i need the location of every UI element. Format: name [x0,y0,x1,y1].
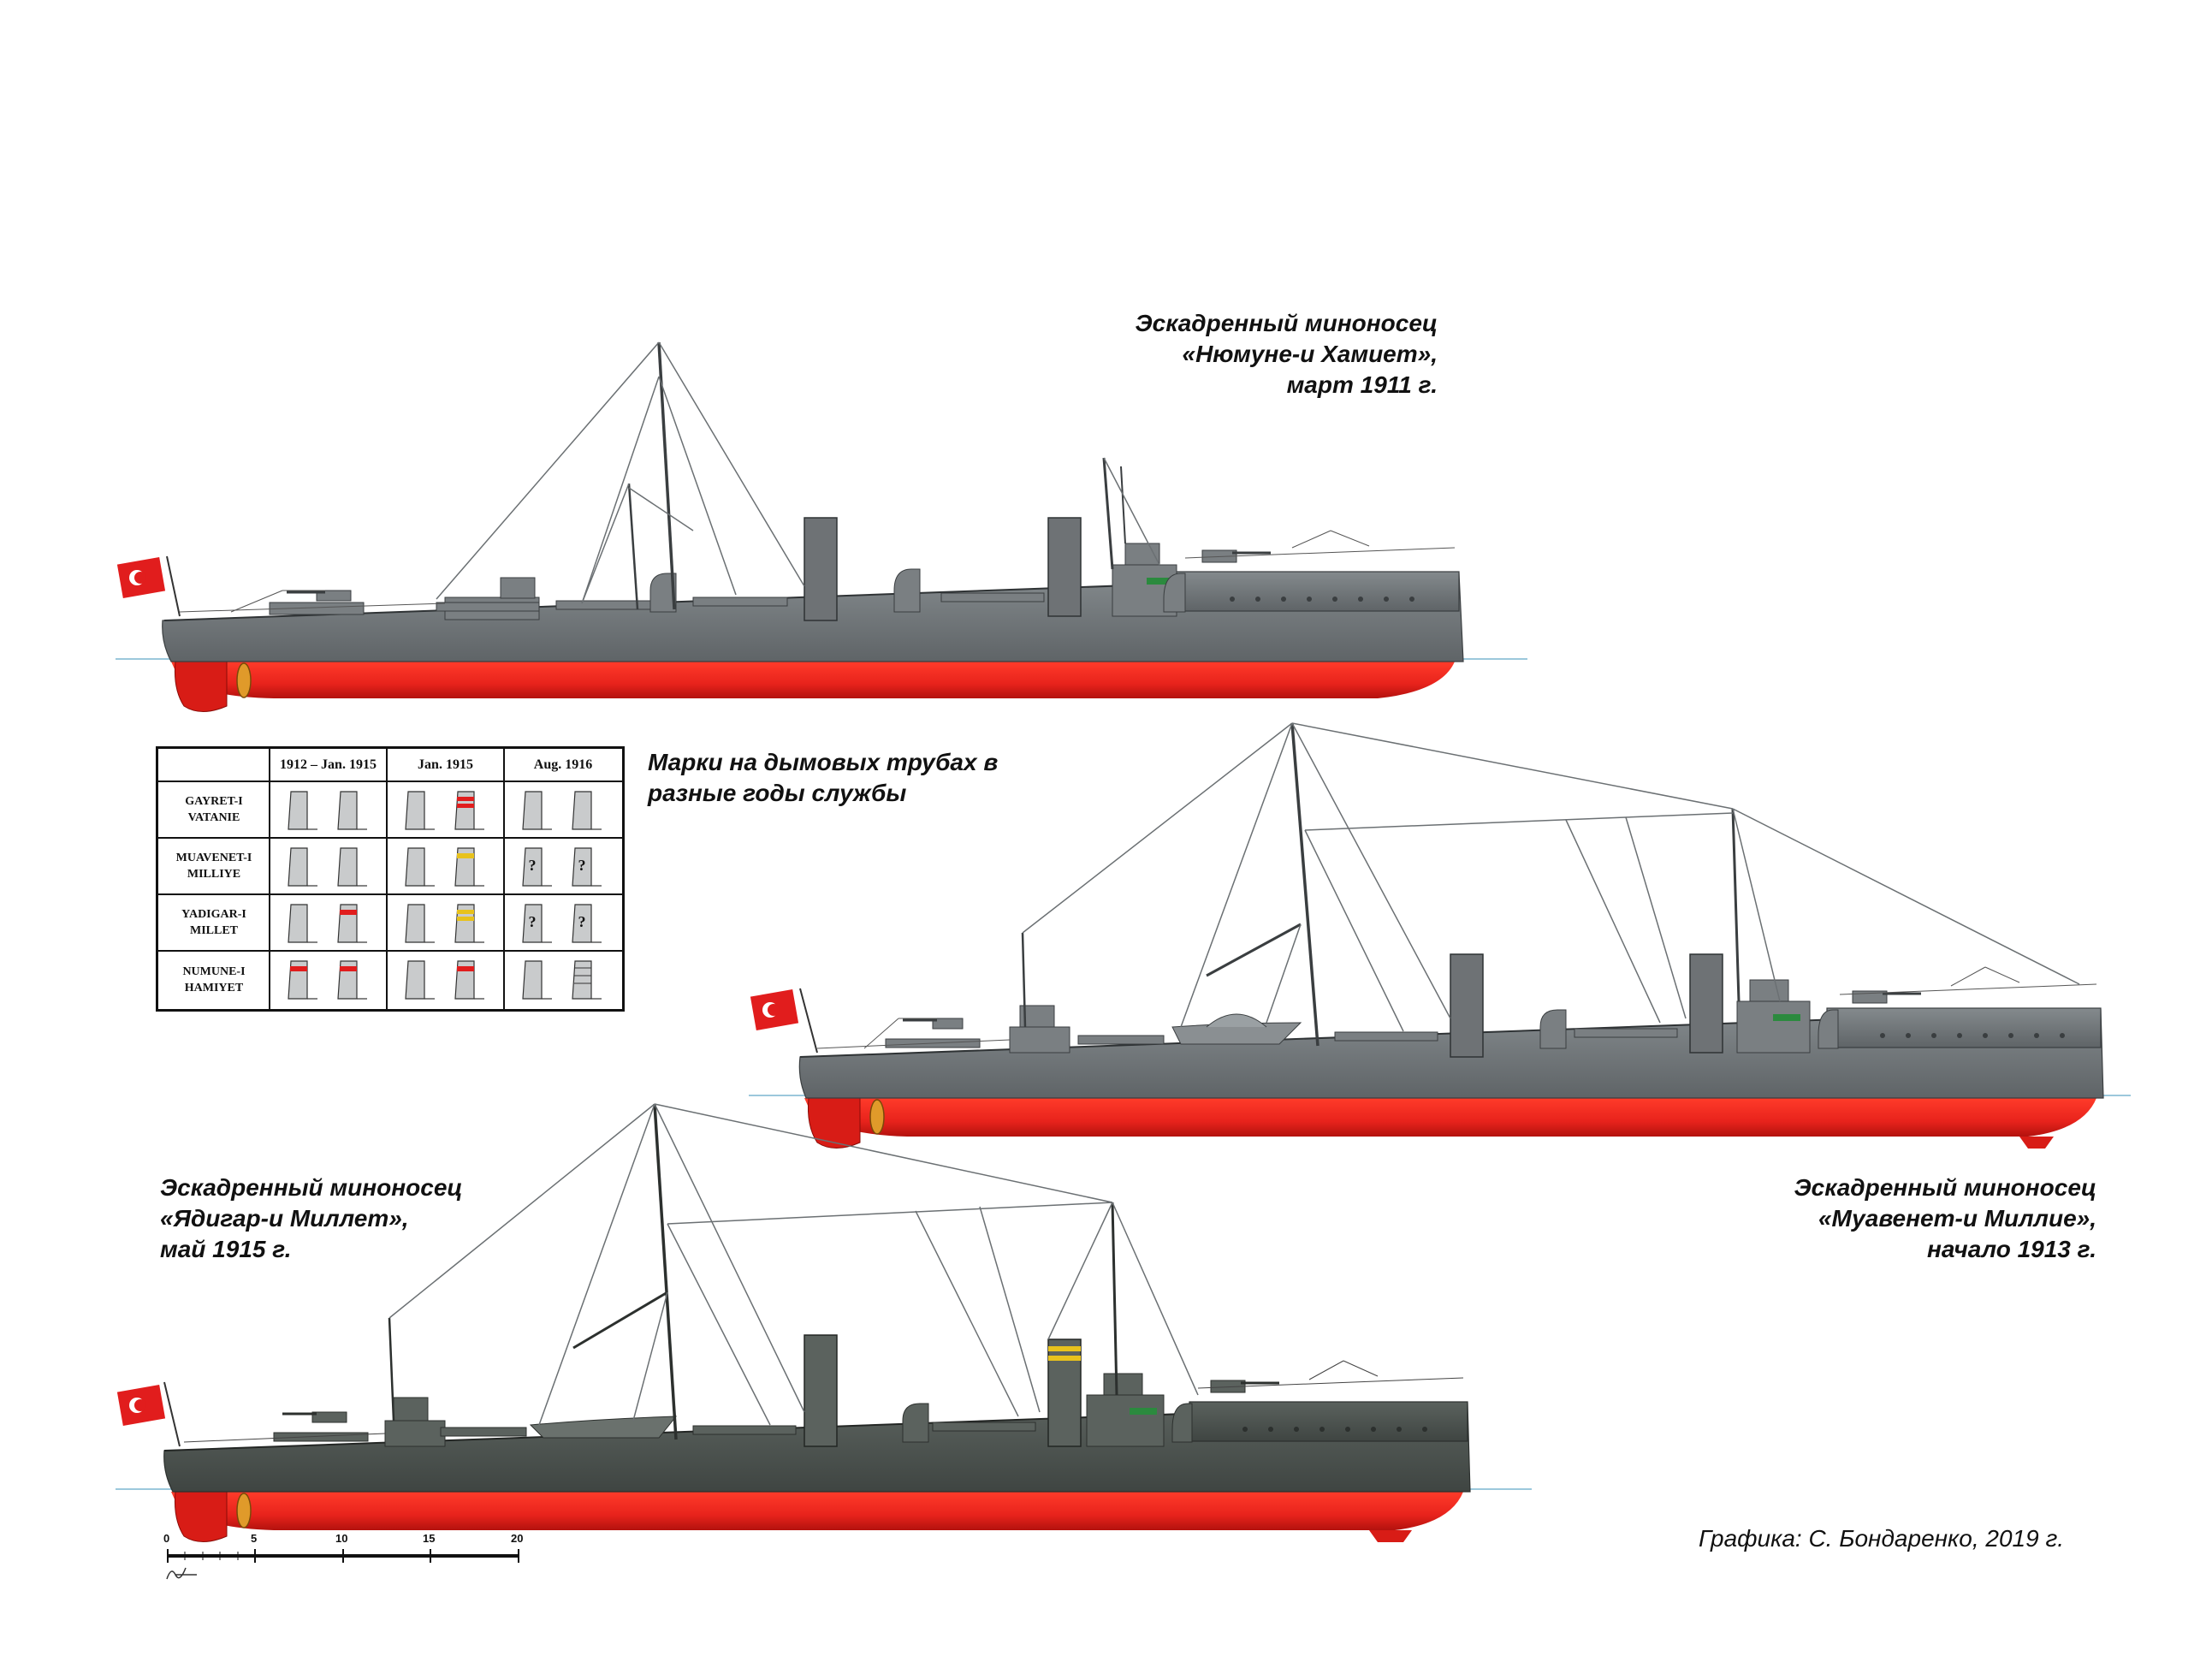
caption-line: «Муавенет-и Миллие», [1818,1205,2096,1232]
funnel-mark [405,791,435,830]
scale-label-0: 0 [163,1532,170,1545]
funnel-mark [454,791,484,830]
funnel-mark [337,847,367,887]
caption-line: Марки на дымовых трубах в [648,749,999,775]
table-col-header: Jan. 1915 [418,757,473,772]
table-col-header: Aug. 1916 [533,757,593,772]
caption-line: Эскадренный миноносец [160,1174,463,1201]
caption-line: Эскадренный миноносец [1135,310,1438,336]
signature [166,1567,197,1580]
caption-line: Эскадренный миноносец [1794,1174,2097,1201]
funnel-mark [454,847,484,887]
ship-muavenet [749,722,2131,1149]
funnel-marks-table: ???? 1912 – Jan. 1915 Jan. 1915 Aug. 191… [156,746,625,1012]
ship-numune [116,341,1527,712]
funnel-mark [572,960,602,1000]
scale-bar [166,1549,519,1580]
caption-line: март 1911 г. [1286,371,1438,398]
funnel-table-title: Марки на дымовых трубах в разные годы сл… [648,747,998,809]
caption-numune: Эскадренный миноносец «Нюмуне-и Хамиет»,… [1010,308,1438,401]
funnel-mark: ? [572,904,602,943]
scale-label-10: 10 [335,1532,348,1545]
scale-label-20: 20 [511,1532,524,1545]
svg-text:?: ? [578,913,586,930]
caption-line: «Нюмуне-и Хамиет», [1182,341,1438,367]
table-col-header: 1912 – Jan. 1915 [280,757,377,772]
table-row-label: MUAVENET-I MILLIYE [158,838,270,894]
funnel-mark: ? [522,904,552,943]
svg-text:?: ? [578,857,586,874]
ship-name-line: NUMUNE-I [182,965,246,978]
ship-name-line: GAYRET-I [185,795,243,808]
funnel-mark [288,791,317,830]
funnel-mark: ? [522,847,552,887]
table-row-label: NUMUNE-I HAMIYET [158,951,270,1009]
scale-label-15: 15 [423,1532,436,1545]
funnel-mark [405,847,435,887]
svg-text:?: ? [529,913,537,930]
funnel-mark [288,960,317,1000]
funnel-mark [337,791,367,830]
caption-line: начало 1913 г. [1926,1236,2096,1262]
caption-line: «Ядигар-и Миллет», [160,1205,409,1232]
funnel-mark [454,960,484,1000]
funnel-mark [572,791,602,830]
funnel-mark [522,960,552,1000]
table-grid: ???? [158,749,622,1009]
ship-name-line: VATANIE [187,811,240,824]
table-row-label: YADIGAR-I MILLET [158,894,270,951]
funnel-mark [405,960,435,1000]
funnel-mark [454,904,484,943]
ship-name-line: MUAVENET-I [175,852,252,864]
svg-text:?: ? [529,857,537,874]
funnel-mark [288,904,317,943]
funnel-mark [405,904,435,943]
funnel-mark [337,960,367,1000]
funnel-mark [288,847,317,887]
ship-yadigar [116,1103,1532,1542]
scale-label-5: 5 [251,1532,258,1545]
funnel-mark [522,791,552,830]
funnel-mark: ? [572,847,602,887]
caption-line: май 1915 г. [160,1236,292,1262]
ship-name-line: MILLET [189,924,238,937]
funnel-mark [337,904,367,943]
table-row-label: GAYRET-I VATANIE [158,781,270,838]
caption-muavenet: Эскадренный миноносец «Муавенет-и Миллие… [1677,1172,2097,1265]
caption-line: разные годы службы [648,780,907,806]
graphics-credit: Графика: С. Бондаренко, 2019 г. [1699,1525,2065,1552]
ship-name-line: MILLIYE [187,868,241,881]
ship-name-line: HAMIYET [184,982,244,994]
ship-name-line: YADIGAR-I [181,908,246,921]
caption-yadigar: Эскадренный миноносец «Ядигар-и Миллет»,… [160,1172,463,1265]
